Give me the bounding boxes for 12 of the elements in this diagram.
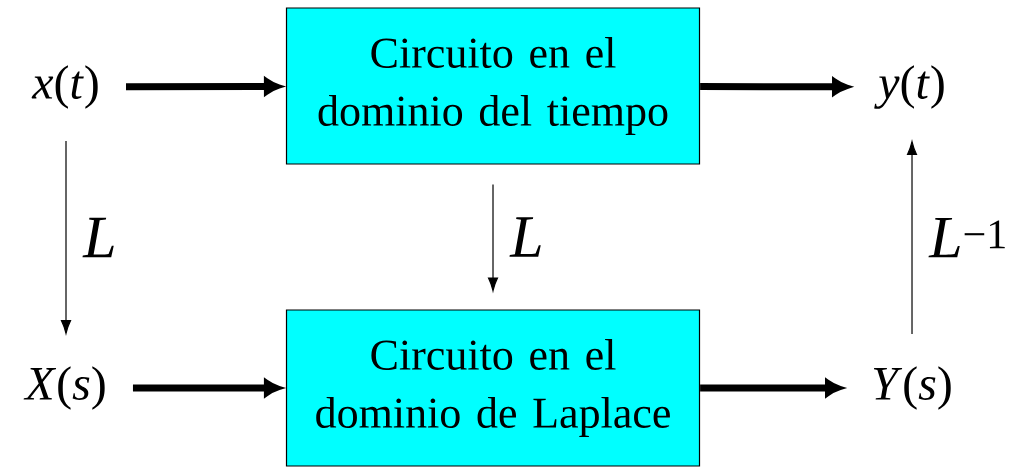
variable-label: Y(s) [873, 366, 951, 410]
edge-label: L [509, 217, 541, 257]
process-box: Circuito en el dominio del tiempo [285, 7, 701, 165]
arrow [487, 184, 499, 292]
variable-label: x(t) [31, 65, 98, 109]
variable-label: X(s) [23, 366, 105, 410]
variable-label: y(t) [874, 65, 944, 109]
process-box: Circuito en el dominio de Laplace [285, 309, 701, 467]
arrow [906, 141, 918, 335]
arrow [60, 140, 72, 334]
edge-label: L [82, 217, 114, 258]
edge-label: L$^{−1}$ [928, 217, 1005, 258]
